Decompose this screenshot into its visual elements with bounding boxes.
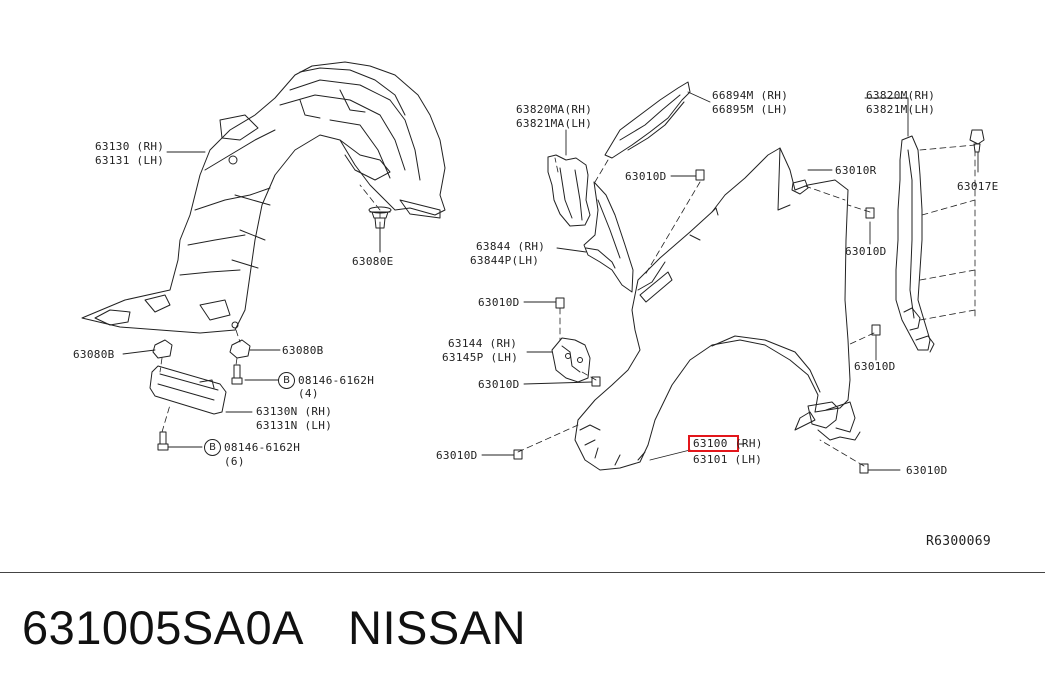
front-fender-drawing <box>574 147 861 471</box>
label-63844-rh: 63844 (RH) <box>476 240 546 253</box>
footer-caption: 631005SA0A NISSAN <box>22 600 570 655</box>
bolt-b-marker-2: B <box>204 439 221 456</box>
label-63080b-left: 63080B <box>73 348 115 361</box>
bracket-63820m-drawing <box>895 135 935 353</box>
label-63010d-right2: 63010D <box>854 360 896 373</box>
label-63130-rh: 63130 (RH) <box>95 140 165 153</box>
label-63010d-mid1: 63010D <box>478 296 520 309</box>
label-63010d-bottom-right: 63010D <box>906 464 948 477</box>
label-63010d-bottom-left: 63010D <box>436 449 478 462</box>
fender-liner-drawing <box>81 61 446 334</box>
label-bolt-qty-a: (4) <box>298 387 319 400</box>
bolt-b-marker: B <box>278 372 295 389</box>
label-63010d-top: 63010D <box>625 170 667 183</box>
label-63080b-right: 63080B <box>282 344 324 357</box>
label-63100-side: (RH) <box>735 437 763 450</box>
footer-divider <box>0 572 1045 573</box>
label-63080e: 63080E <box>352 255 394 268</box>
label-63844p-lh: 63844P(LH) <box>470 254 540 267</box>
parts-diagram: 63130 (RH) 63131 (LH) 63080E 63080B 6308… <box>73 61 999 549</box>
label-66894m-rh: 66894M (RH) <box>712 89 789 102</box>
label-bolt-08146-b: 08146-6162H <box>224 441 301 454</box>
bracket-63820ma-drawing <box>547 154 591 227</box>
clip-63080b-drawing <box>152 339 251 359</box>
assembly-dashed-lines <box>159 144 976 467</box>
diagram-reference: R6300069 <box>926 534 992 549</box>
parts-illustration <box>81 61 985 474</box>
splash-guard-drawing <box>149 365 227 415</box>
label-63010d-mid2: 63010D <box>478 378 520 391</box>
label-bolt-08146-a: 08146-6162H <box>298 374 375 387</box>
label-63144-rh: 63144 (RH) <box>448 337 518 350</box>
label-63100-number: 63100 <box>693 437 728 450</box>
seal-66894m-drawing <box>604 81 691 159</box>
label-63820m-rh: 63820M(RH) <box>866 89 936 102</box>
label-63145p-lh: 63145P (LH) <box>442 351 519 364</box>
highlight-box-63100 <box>688 435 739 452</box>
label-63131n-lh: 63131N (LH) <box>256 419 333 432</box>
label-63010r: 63010R <box>835 164 877 177</box>
label-63010d-right1: 63010D <box>845 245 887 258</box>
bracket-63144-drawing <box>551 337 591 383</box>
label-66895m-lh: 66895M (LH) <box>712 103 789 116</box>
label-63017e: 63017E <box>957 180 999 193</box>
seal-63844-drawing <box>583 181 634 293</box>
label-63131-lh: 63131 (LH) <box>95 154 165 167</box>
part-number: 631005SA0A <box>22 601 305 654</box>
brand-name: NISSAN <box>348 601 527 654</box>
label-63821m-lh: 63821M(LH) <box>866 103 936 116</box>
label-bolt-qty-b: (6) <box>224 455 245 468</box>
label-63130n-rh: 63130N (RH) <box>256 405 333 418</box>
label-63820ma-rh: 63820MA(RH) <box>516 103 593 116</box>
fasteners-drawing <box>513 129 985 474</box>
leader-lines <box>122 91 979 471</box>
bolts-left-drawing <box>157 364 243 451</box>
label-63101-lh: 63101 (LH) <box>693 453 763 466</box>
label-63821ma-lh: 63821MA(LH) <box>516 117 593 130</box>
